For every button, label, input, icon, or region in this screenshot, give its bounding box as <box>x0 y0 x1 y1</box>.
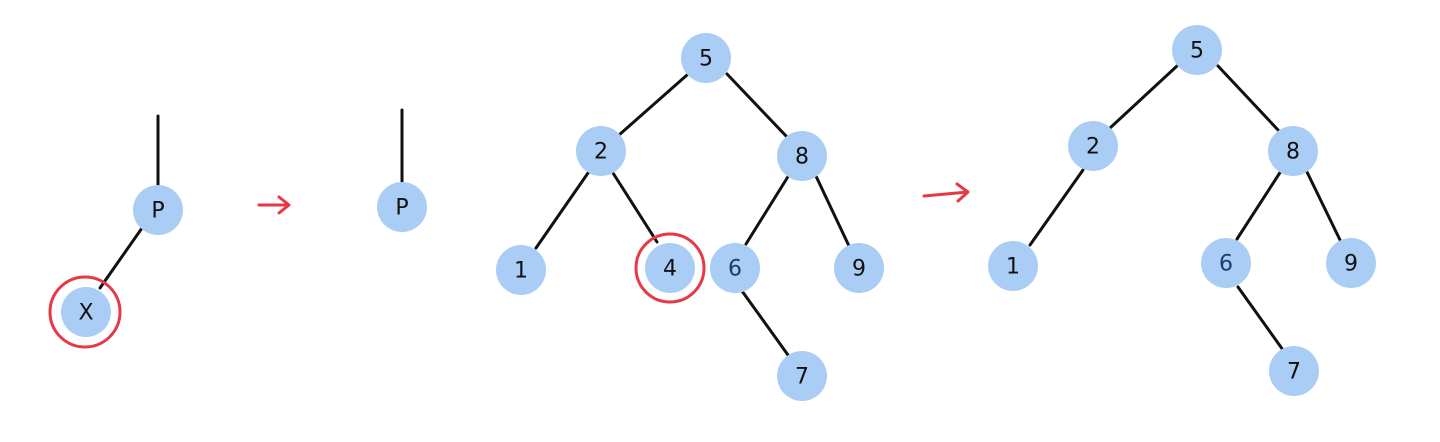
tree-edge <box>617 73 689 137</box>
node-circle <box>988 241 1038 291</box>
node-label: 7 <box>1287 360 1301 385</box>
tree-node: P <box>133 185 183 235</box>
node-circle <box>1326 238 1376 288</box>
node-circle <box>710 243 760 293</box>
node-circle <box>1268 126 1318 176</box>
node-label: 6 <box>1219 252 1233 277</box>
arrow-right-icon <box>257 195 291 215</box>
node-label: 7 <box>795 365 809 390</box>
panel-leaf-after: P <box>377 108 427 232</box>
node-circle <box>777 131 827 181</box>
node-circle <box>834 243 884 293</box>
panel-leaf-before: P X <box>48 114 183 349</box>
panel-tree-before: 5 2 8 1 4 6 9 7 <box>496 33 884 401</box>
tree-node: 9 <box>1326 238 1376 288</box>
node-circle <box>777 351 827 401</box>
tree-edge <box>534 171 590 250</box>
node-label: 5 <box>699 47 713 72</box>
tree-node: 7 <box>777 351 827 401</box>
tree-node: 9 <box>834 243 884 293</box>
tree-edge <box>725 72 789 139</box>
arrow-right-icon <box>922 182 970 203</box>
node-label: 9 <box>1344 252 1358 277</box>
tree-node: 8 <box>1268 126 1318 176</box>
tree-node: 8 <box>777 131 827 181</box>
node-circle <box>645 243 695 293</box>
edge-p-x <box>98 226 144 290</box>
tree-node: 7 <box>1269 346 1319 396</box>
tree-edge <box>1235 169 1283 241</box>
highlight-ring <box>48 275 122 349</box>
node-label: 8 <box>1286 140 1300 165</box>
node-label: 2 <box>1086 135 1100 160</box>
node-circle <box>1068 121 1118 171</box>
tree-edge <box>1108 64 1179 130</box>
tree-node-highlighted: X <box>48 275 122 349</box>
tree-node: 5 <box>1172 25 1222 75</box>
node-label: 6 <box>728 257 742 282</box>
node-label: 8 <box>795 145 809 170</box>
node-label: 2 <box>594 140 608 165</box>
tree-node-highlighted: 4 <box>634 232 706 304</box>
node-circle <box>1269 346 1319 396</box>
highlight-ring <box>634 232 706 304</box>
tree-edge <box>744 173 791 246</box>
tree-edge <box>813 172 851 248</box>
tree-edge <box>740 289 790 357</box>
tree-node: 2 <box>1068 121 1118 171</box>
node-label: 5 <box>1190 39 1204 64</box>
node-label: P <box>395 196 408 221</box>
node-circle <box>496 245 546 295</box>
tree-node: 1 <box>988 241 1038 291</box>
node-circle <box>1201 238 1251 288</box>
node-label: 1 <box>1006 255 1020 280</box>
node-circle <box>377 182 427 232</box>
node-circle <box>1172 25 1222 75</box>
tree-node: 6 <box>710 243 760 293</box>
node-circle <box>133 185 183 235</box>
panel-tree-after: 5 2 8 1 6 9 7 <box>988 25 1376 396</box>
tree-edge <box>1305 170 1343 244</box>
tree-node: P <box>377 182 427 232</box>
tree-node: 6 <box>1201 238 1251 288</box>
node-label: 1 <box>514 259 528 284</box>
tree-node: 5 <box>681 33 731 83</box>
tree-edge <box>1028 168 1085 247</box>
node-circle <box>681 33 731 83</box>
tree-node: 2 <box>576 126 626 176</box>
tree-edge <box>611 171 659 244</box>
node-label: P <box>151 199 164 224</box>
node-label: 4 <box>663 257 677 282</box>
node-circle <box>576 126 626 176</box>
node-label: X <box>78 301 93 326</box>
tree-node: 1 <box>496 245 546 295</box>
node-label: 9 <box>852 257 866 282</box>
tree-edge <box>1216 64 1281 133</box>
node-circle <box>61 287 111 337</box>
tree-edge <box>1236 285 1285 352</box>
